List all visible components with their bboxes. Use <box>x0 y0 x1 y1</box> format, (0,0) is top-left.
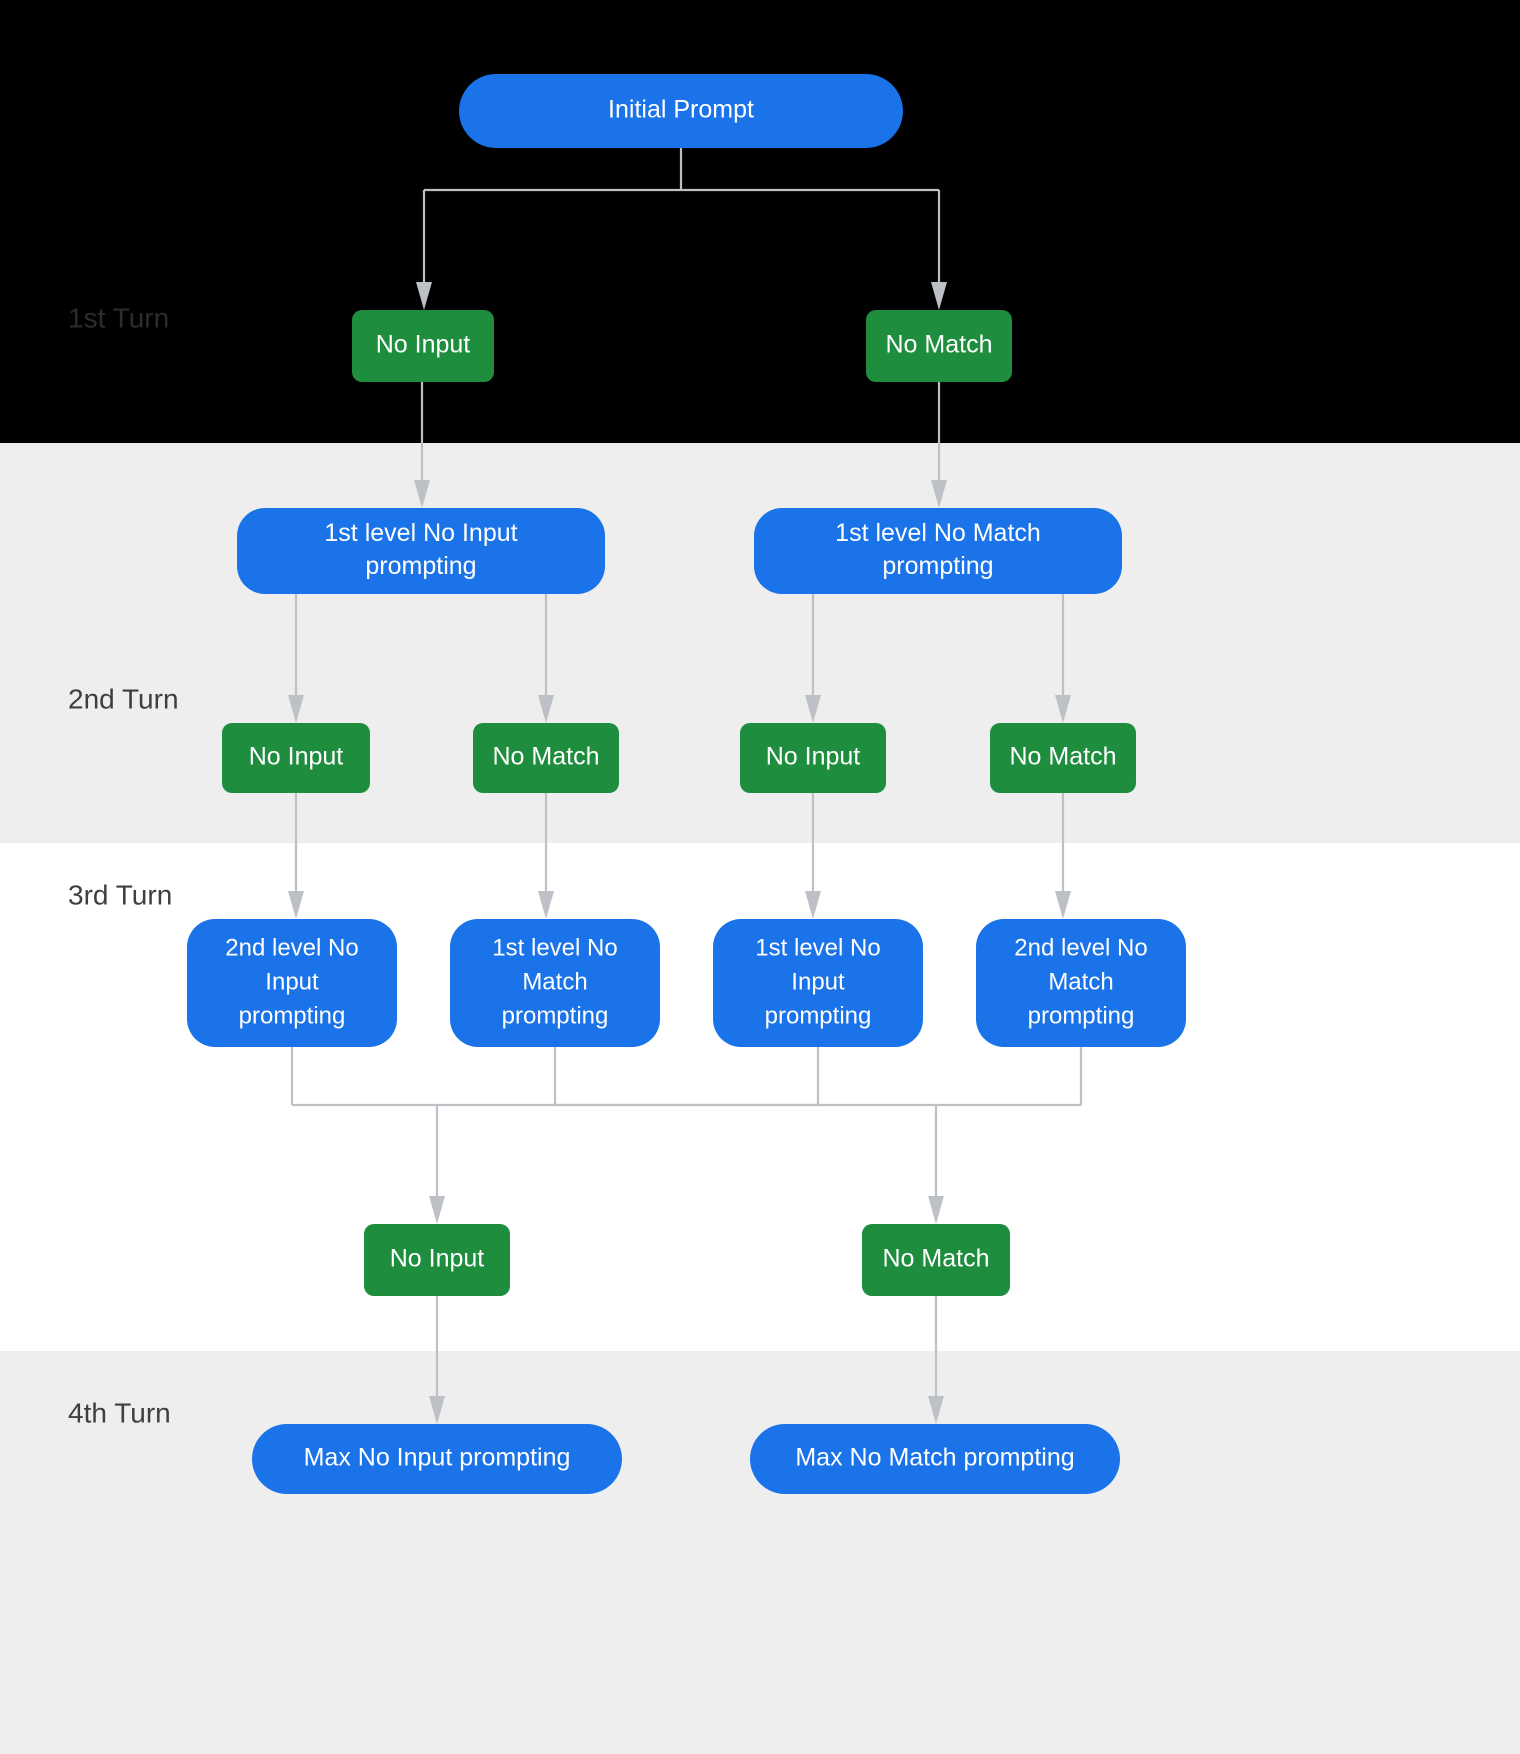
node-first-level-no-match-prompting-2[interactable]: 1st level No Match prompting <box>450 919 660 1047</box>
node-turn2-no-input-a[interactable]: No Input <box>222 723 370 793</box>
node-shape-event <box>990 723 1136 793</box>
connectors <box>288 148 1083 1424</box>
node-label: No Match <box>886 331 993 359</box>
node-shape-prompt <box>237 508 605 594</box>
node-label: No Match <box>883 1245 990 1273</box>
node-label: Input <box>791 968 845 995</box>
node-label: No Match <box>1010 743 1117 771</box>
arrowhead-icon <box>414 480 430 508</box>
band-1st-turn <box>0 0 1520 443</box>
arrowhead-icon <box>805 891 821 919</box>
node-shape-prompt <box>713 919 923 1047</box>
connector-c-initial-split <box>422 148 941 292</box>
node-first-level-no-input-prompting[interactable]: 1st level No Input prompting <box>237 508 605 594</box>
arrowhead-icon <box>805 695 821 723</box>
node-shape-prompt <box>754 508 1122 594</box>
turn-label-turn-4: 4th Turn <box>68 1397 171 1428</box>
node-shape-prompt <box>450 919 660 1047</box>
node-turn3-no-match[interactable]: No Match <box>862 1224 1010 1296</box>
node-max-no-input-prompting[interactable]: Max No Input prompting <box>252 1424 622 1494</box>
turn-label-turn-2: 2nd Turn <box>68 683 179 714</box>
arrowhead-icon <box>416 282 432 310</box>
node-label: 2nd level No <box>1014 934 1147 961</box>
node-label: 1st level No Input <box>324 519 517 547</box>
arrowhead-icon <box>931 282 947 310</box>
node-shape-event <box>862 1224 1010 1296</box>
node-label: 1st level No <box>755 934 880 961</box>
node-shape-event <box>352 310 494 382</box>
node-label: No Input <box>390 1245 485 1273</box>
node-label: Input <box>265 968 319 995</box>
nodes: Initial Prompt No Input No Match 1st level … <box>187 74 1186 1494</box>
arrowhead-icon <box>429 1396 445 1424</box>
node-first-level-no-input-prompting-2[interactable]: 1st level No Input prompting <box>713 919 923 1047</box>
band-4th-turn <box>0 1351 1520 1754</box>
node-label: No Match <box>493 743 600 771</box>
node-turn1-no-match[interactable]: No Match <box>866 310 1012 382</box>
node-turn2-no-input-b[interactable]: No Input <box>740 723 886 793</box>
node-shape-prompt <box>976 919 1186 1047</box>
arrowhead-icon <box>538 891 554 919</box>
node-shape-prompt <box>187 919 397 1047</box>
node-shape-event <box>473 723 619 793</box>
arrowhead-icon <box>1055 891 1071 919</box>
node-initial-prompt[interactable]: Initial Prompt <box>459 74 903 148</box>
node-max-no-match-prompting[interactable]: Max No Match prompting <box>750 1424 1120 1494</box>
node-turn2-no-match-a[interactable]: No Match <box>473 723 619 793</box>
node-shape-prompt <box>459 74 903 148</box>
node-label: No Input <box>766 743 861 771</box>
node-label: Max No Input prompting <box>304 1444 571 1472</box>
node-label: Match <box>1048 968 1113 995</box>
node-label: Max No Match prompting <box>795 1444 1074 1472</box>
node-shape-prompt <box>252 1424 622 1494</box>
node-label: 1st level No <box>492 934 617 961</box>
arrowhead-icon <box>928 1196 944 1224</box>
node-label: 1st level No Match <box>835 519 1041 547</box>
node-shape-event <box>364 1224 510 1296</box>
node-label: No Input <box>249 743 344 771</box>
arrowhead-icon <box>538 695 554 723</box>
node-label: prompting <box>239 1002 346 1029</box>
node-shape-prompt <box>750 1424 1120 1494</box>
node-label: prompting <box>765 1002 872 1029</box>
arrowhead-icon <box>429 1196 445 1224</box>
node-first-level-no-match-prompting[interactable]: 1st level No Match prompting <box>754 508 1122 594</box>
node-turn1-no-input[interactable]: No Input <box>352 310 494 382</box>
node-label: No Input <box>376 331 471 359</box>
node-shape-event <box>866 310 1012 382</box>
node-second-level-no-match-prompting[interactable]: 2nd level No Match prompting <box>976 919 1186 1047</box>
node-shape-event <box>740 723 886 793</box>
turn-label-turn-3: 3rd Turn <box>68 879 172 910</box>
node-label: Match <box>522 968 587 995</box>
turn-labels: 1st Turn 2nd Turn 3rd Turn 4th Turn <box>68 302 179 1428</box>
arrowhead-icon <box>288 891 304 919</box>
node-label: 2nd level No <box>225 934 358 961</box>
arrowhead-icon <box>931 480 947 508</box>
node-shape-event <box>222 723 370 793</box>
node-turn3-no-input[interactable]: No Input <box>364 1224 510 1296</box>
node-label: prompting <box>502 1002 609 1029</box>
turn-label-turn-1: 1st Turn <box>68 302 169 333</box>
arrowhead-icon <box>288 695 304 723</box>
node-label: Initial Prompt <box>608 96 754 124</box>
node-second-level-no-input-prompting[interactable]: 2nd level No Input prompting <box>187 919 397 1047</box>
node-label: prompting <box>882 552 993 580</box>
node-label: prompting <box>1028 1002 1135 1029</box>
arrowhead-icon <box>1055 695 1071 723</box>
node-label: prompting <box>365 552 476 580</box>
arrowhead-icon <box>928 1396 944 1424</box>
connector-c-merge-no-match <box>553 1047 1083 1206</box>
node-turn2-no-match-b[interactable]: No Match <box>990 723 1136 793</box>
